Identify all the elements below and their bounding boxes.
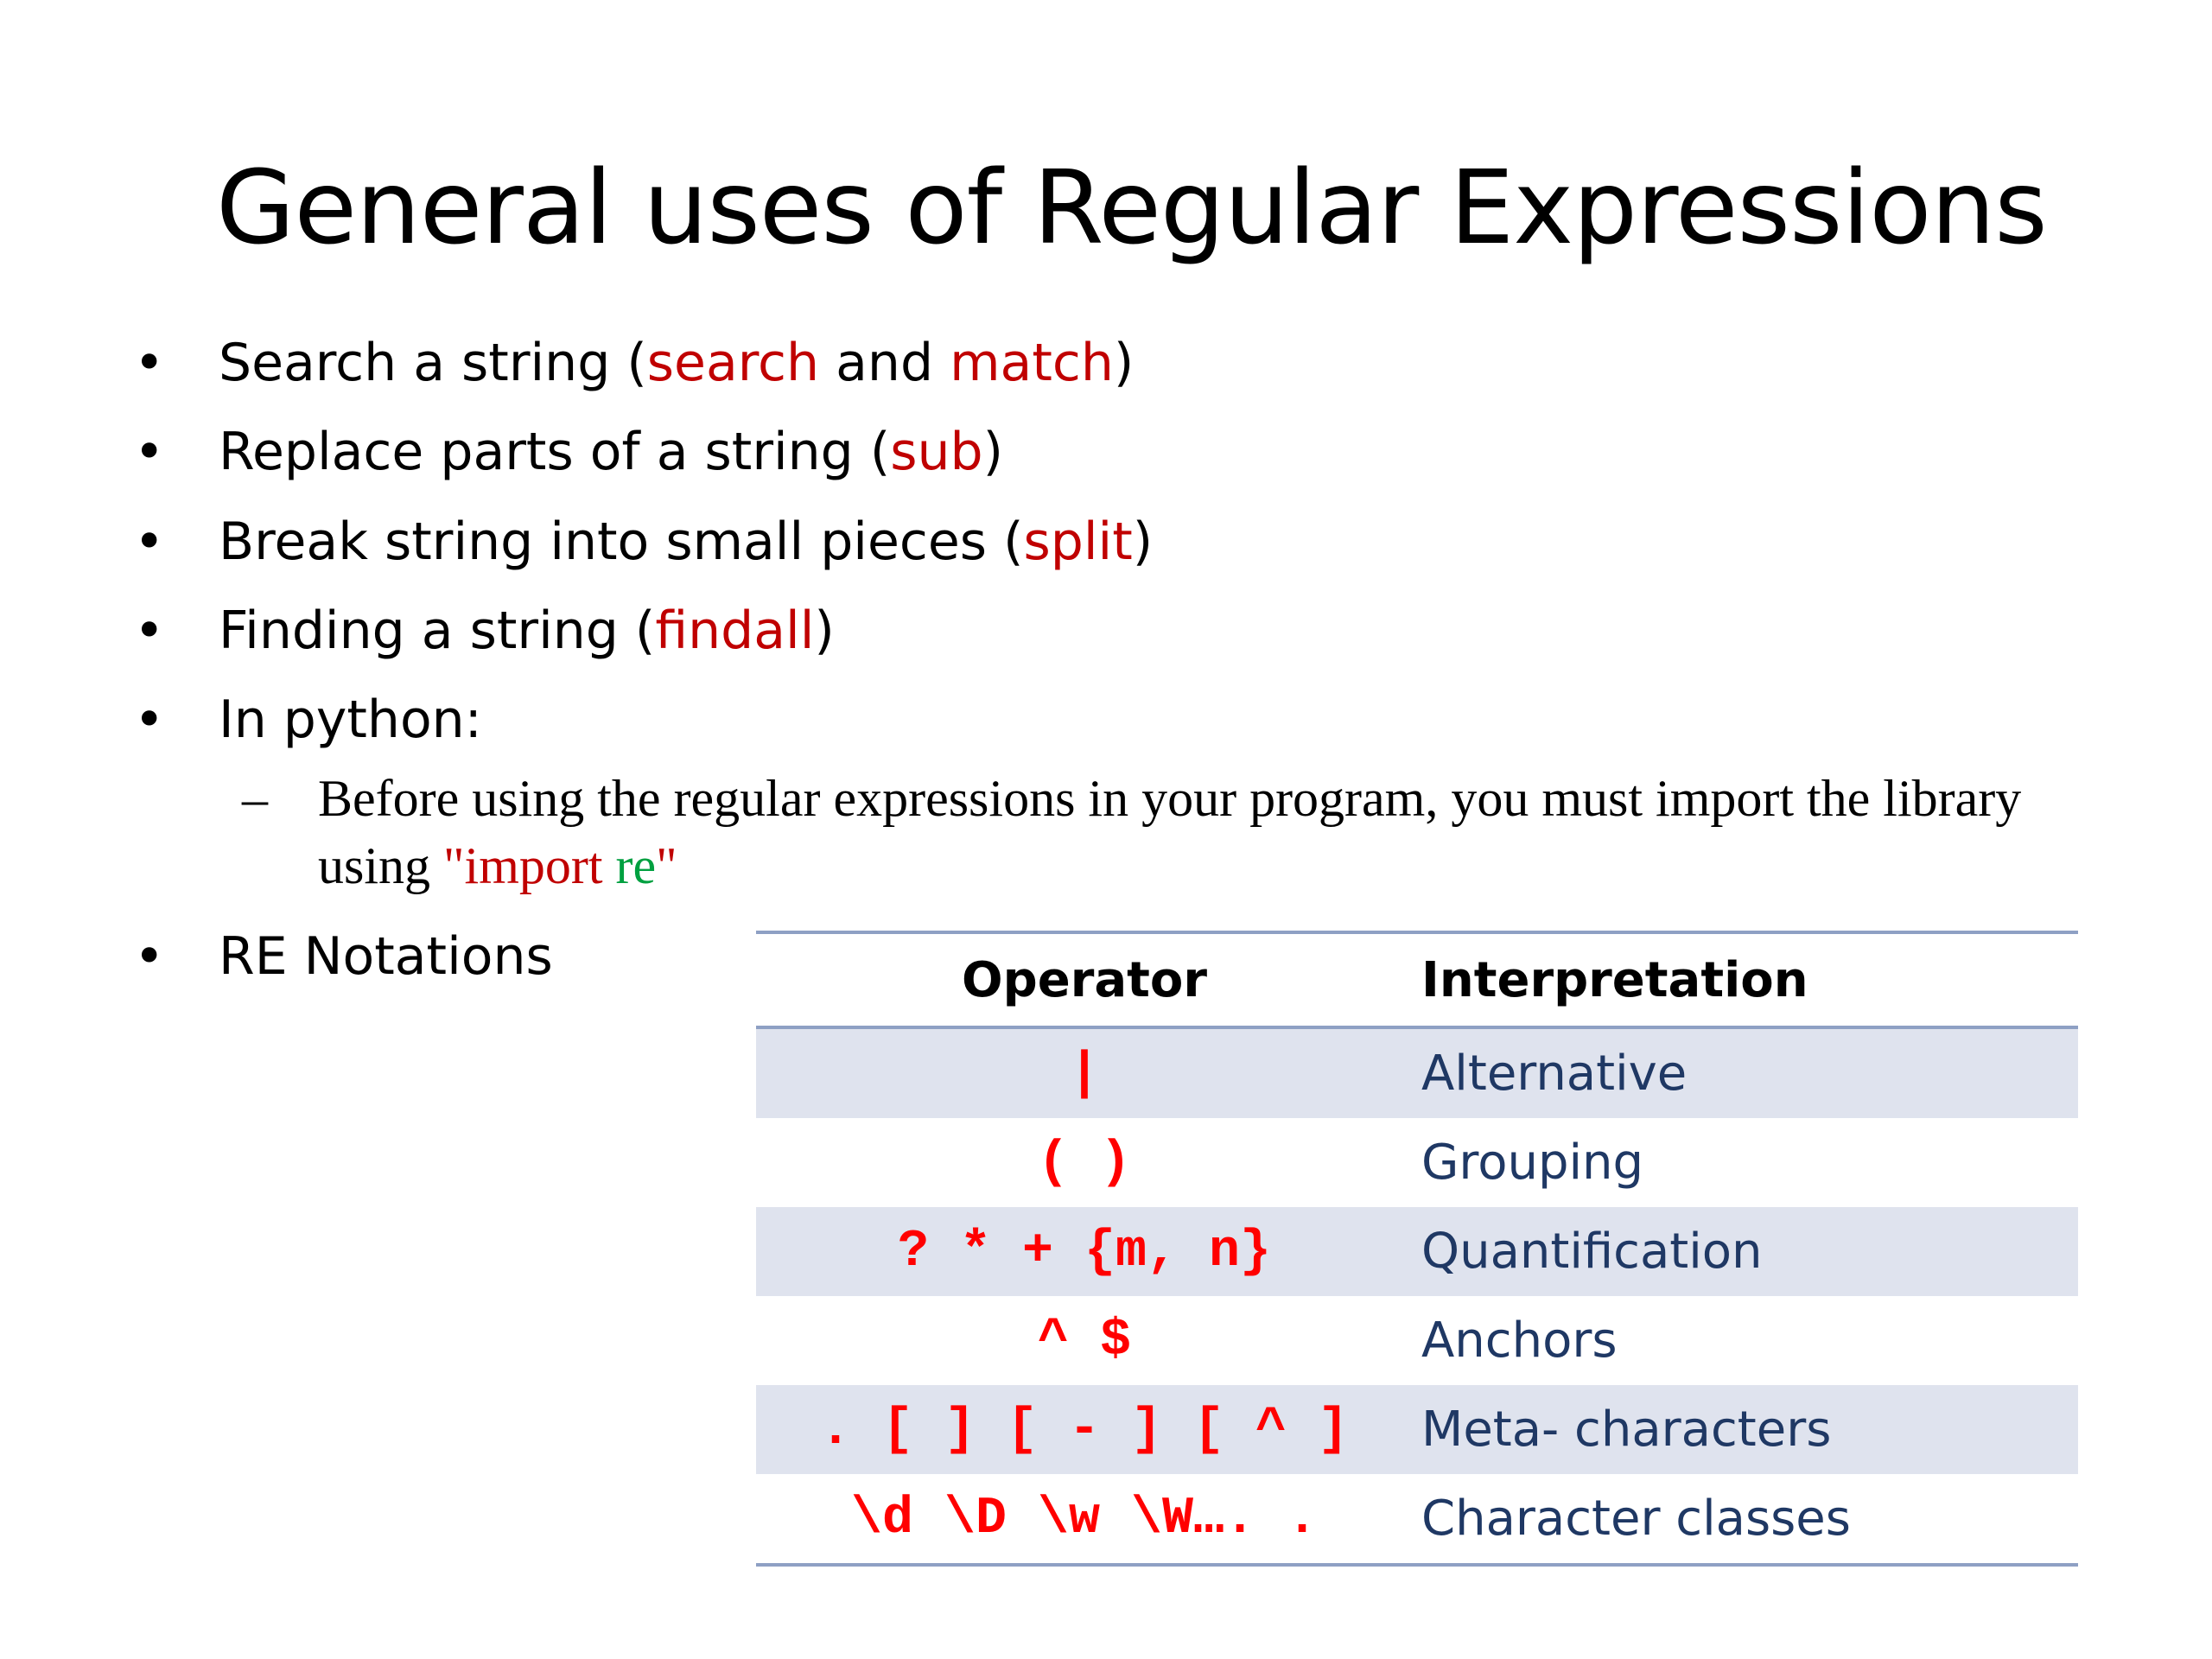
table-row: ? * + {m, n} Quantification [756,1207,2078,1296]
operator-cell: ^ $ [1037,1311,1132,1370]
operator-cell: \d \D \w \W…. . [850,1489,1319,1548]
operator-cell: ( ) [1037,1133,1132,1192]
bullet-text: Replace parts of a string ( [219,422,891,482]
interpretation-cell: Quantification [1413,1207,2078,1296]
bullet-text: ) [1132,512,1154,572]
bullet-dot: • [134,512,165,572]
bullet-text: ) [814,601,835,661]
import-keyword: "import [443,837,616,894]
bullet-text: Break string into small pieces ( [219,512,1024,572]
bullet-text: ) [1113,333,1135,393]
sub-bullet-text: Before using the regular expressions in … [318,770,2022,894]
keyword-findall: findall [655,601,815,661]
bullet-finding: • Finding a string (findall) [134,596,835,665]
interpretation-cell: Meta- characters [1413,1385,2078,1474]
bullet-dot: • [134,926,165,987]
table-row: . [ ] [ - ] [ ^ ] Meta- characters [756,1385,2078,1474]
bullet-dot: • [134,690,165,750]
interpretation-cell: Anchors [1421,1313,1618,1369]
bullet-search: • Search a string (search and match) [134,328,1134,397]
interpretation-cell: Character classes [1421,1491,1851,1547]
bullet-text: Finding a string ( [219,601,656,661]
keyword-search: search [646,333,820,393]
sub-bullet-dash: – [242,770,268,827]
re-notation-table: Operator Interpretation | Alternative ( … [756,931,2078,1567]
keyword-match: match [950,333,1114,393]
table-row: \d \D \w \W…. . Character classes [756,1474,2078,1565]
operator-cell: ? * + {m, n} [756,1207,1413,1296]
slide-title: General uses of Regular Expressions [216,148,2048,267]
table-row: ^ $ Anchors [756,1296,2078,1385]
bullet-text: and [819,333,950,393]
table-header-row: Operator Interpretation [756,932,2078,1029]
bullet-dot: • [134,422,165,482]
bullet-dot: • [134,601,165,661]
table-row: | Alternative [756,1027,2078,1118]
keyword-sub: sub [890,422,983,482]
bullet-text: ) [982,422,1004,482]
operator-cell: | [756,1027,1413,1118]
table-row: ( ) Grouping [756,1118,2078,1207]
bullet-text: In python: [219,690,482,750]
operator-column-header: Operator [756,932,1413,1029]
interpretation-cell: Grouping [1421,1135,1644,1191]
keyword-split: split [1023,512,1133,572]
import-quote-close: " [656,837,677,894]
bullet-re-notations: • RE Notations [134,922,553,991]
interpretation-cell: Alternative [1413,1027,2078,1118]
bullet-dot: • [134,333,165,393]
operator-cell: . [ ] [ - ] [ ^ ] [756,1385,1413,1474]
bullet-break: • Break string into small pieces (split) [134,507,1153,576]
bullet-in-python: • In python: [134,685,482,754]
module-name: re [615,837,657,894]
bullet-replace: • Replace parts of a string (sub) [134,417,1003,486]
sub-bullet-text-block: Before using the regular expressions in … [318,765,2029,899]
bullet-text: Search a string ( [219,333,647,393]
bullet-text: RE Notations [219,926,553,987]
interpretation-column-header: Interpretation [1413,932,2078,1029]
